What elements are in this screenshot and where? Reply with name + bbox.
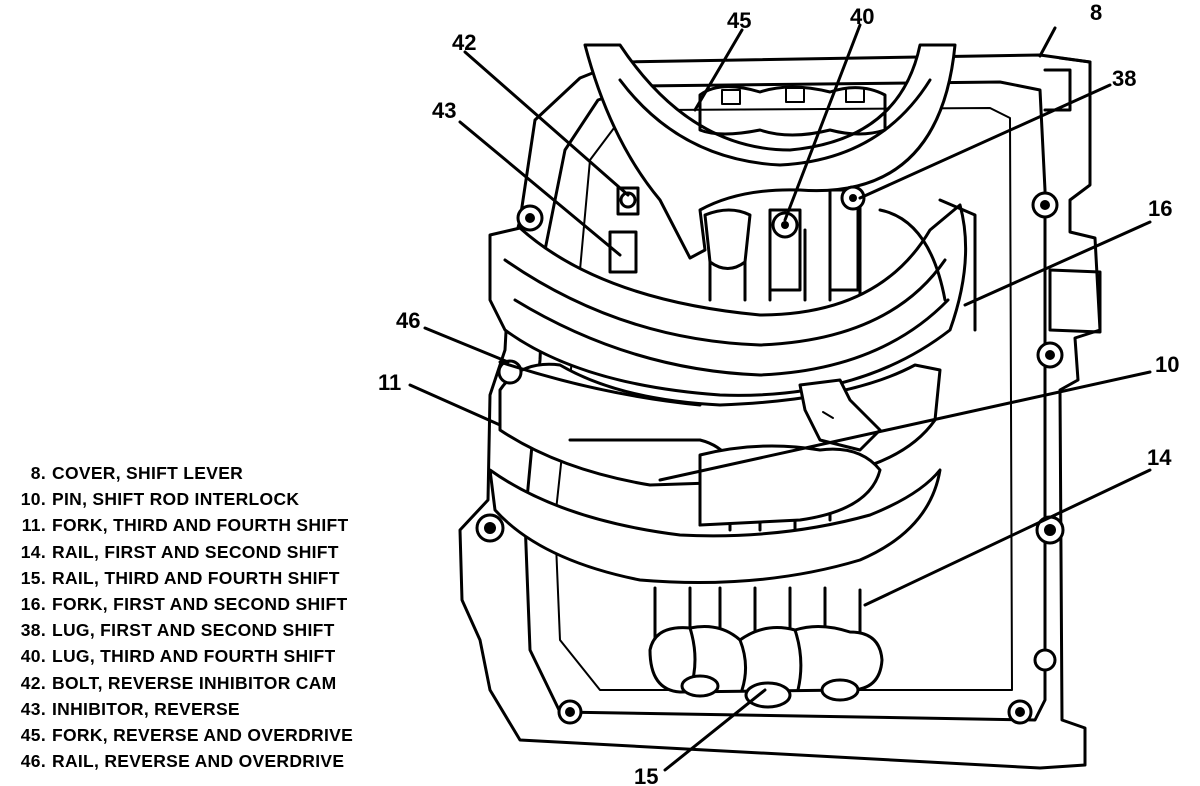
legend-number: 11. [21,515,46,536]
legend-number: 46. [20,751,46,772]
reverse-overdrive-rail [497,359,702,407]
legend-number: 16. [20,594,46,615]
legend-text: LUG, THIRD AND FOURTH SHIFT [52,646,336,667]
legend-text: FORK, REVERSE AND OVERDRIVE [52,725,354,746]
legend-text: FORK, FIRST AND SECOND SHIFT [52,594,348,615]
reverse-overdrive-fork [583,43,957,270]
callout-42: 42 [452,30,476,55]
callout-38: 38 [1112,66,1136,91]
callout-16: 16 [1148,196,1172,221]
callout-15: 15 [634,764,658,786]
legend-number: 15. [20,567,46,588]
legend-row: 10. PIN, SHIFT ROD INTERLOCK [8,486,353,512]
callout-labels: 8 10 11 14 15 16 38 40 42 43 45 46 [378,0,1179,786]
callout-45: 45 [727,8,751,33]
legend-text: RAIL, THIRD AND FOURTH SHIFT [52,567,340,588]
callout-10: 10 [1155,352,1179,377]
shift-lugs [771,185,866,239]
legend-text: FORK, THIRD AND FOURTH SHIFT [52,515,349,536]
callout-14: 14 [1147,445,1172,470]
callout-43: 43 [432,98,456,123]
legend-row: 15. RAIL, THIRD AND FOURTH SHIFT [8,565,353,591]
shift-rails-bottom [648,586,884,709]
third-fourth-fork [488,362,942,584]
legend-text: PIN, SHIFT ROD INTERLOCK [52,489,300,510]
legend-text: RAIL, FIRST AND SECOND SHIFT [52,541,339,562]
legend-number: 45. [20,725,46,746]
legend-row: 38. LUG, FIRST AND SECOND SHIFT [8,617,353,643]
legend-number: 42. [20,672,46,693]
legend-text: LUG, FIRST AND SECOND SHIFT [52,620,335,641]
legend-text: INHIBITOR, REVERSE [52,698,240,719]
callout-11: 11 [378,370,401,395]
legend-number: 8. [30,463,46,483]
legend-text: COVER, SHIFT LEVER [52,463,244,483]
legend-number: 10. [20,489,46,510]
legend-row: 42. BOLT, REVERSE INHIBITOR CAM [8,670,353,696]
callout-40: 40 [850,4,874,29]
legend-text: BOLT, REVERSE INHIBITOR CAM [52,672,337,693]
legend-number: 43. [20,698,46,719]
legend-row: 45. FORK, REVERSE AND OVERDRIVE [8,722,353,748]
callout-46: 46 [396,308,420,333]
legend-number: 40. [20,646,46,667]
legend-text: RAIL, REVERSE AND OVERDRIVE [52,751,345,772]
callout-8: 8 [1090,0,1102,25]
legend-number: 14. [20,541,46,562]
legend-row: 46. RAIL, REVERSE AND OVERDRIVE [8,748,353,774]
legend-row: 14. RAIL, FIRST AND SECOND SHIFT [8,539,353,565]
legend-row: 8. COVER, SHIFT LEVER [8,460,353,486]
legend-row: 40. LUG, THIRD AND FOURTH SHIFT [8,643,353,669]
parts-legend: 8. COVER, SHIFT LEVER 10. PIN, SHIFT ROD I… [8,460,353,774]
legend-number: 38. [20,620,46,641]
legend-row: 43. INHIBITOR, REVERSE [8,696,353,722]
first-second-fork [488,198,977,397]
legend-row: 11. FORK, THIRD AND FOURTH SHIFT [8,512,353,538]
legend-row: 16. FORK, FIRST AND SECOND SHIFT [8,591,353,617]
leader-lines [408,23,1152,772]
